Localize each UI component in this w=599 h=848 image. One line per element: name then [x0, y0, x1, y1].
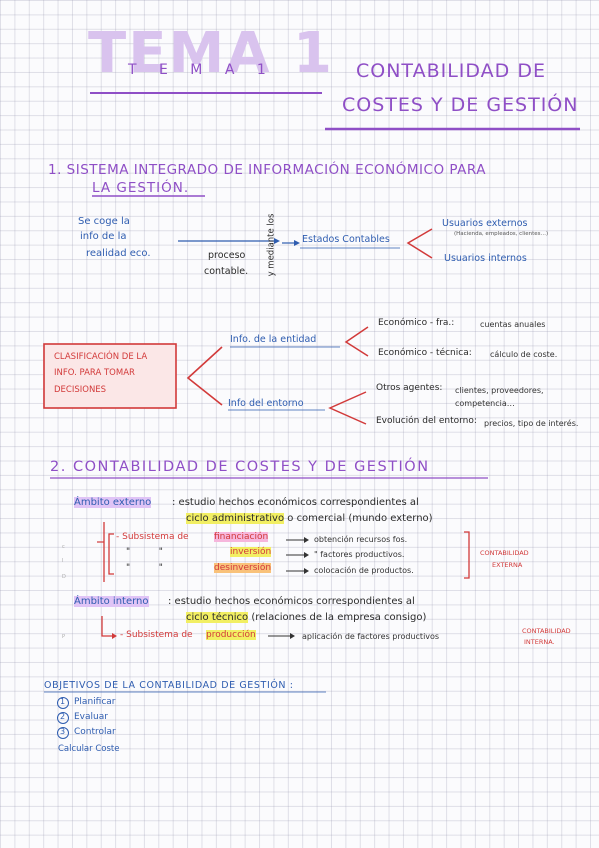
- internal-scope: Ámbito interno: [74, 596, 149, 607]
- entity-info: Info. de la entidad: [230, 334, 317, 345]
- objective-num-3: 3: [60, 727, 66, 736]
- environment-item-value-1: clientes, proveedores, competencia…: [455, 386, 544, 408]
- section1-heading: 1. SISTEMA INTEGRADO DE INFORMACIÓN ECON…: [48, 162, 486, 178]
- internal-sub-topic-text: producción: [206, 630, 256, 640]
- environment-info: Info del entorno: [228, 398, 304, 409]
- title-watermark: TEMA 1: [88, 21, 334, 86]
- process-text-1: proceso: [208, 250, 246, 261]
- sub-row-2-topic-text: inversión: [230, 547, 272, 557]
- objective-1: Planificar: [74, 697, 116, 707]
- entity-item-value-1: cuentas anuales: [480, 320, 546, 329]
- classification-box-line2: INFO. PARA TOMAR: [54, 368, 135, 378]
- entity-item-label-1: Económico - fra.:: [378, 318, 455, 328]
- sub-row-1-topic: financiación: [214, 532, 269, 542]
- svg-text:P: P: [62, 634, 65, 640]
- entity-brace: [344, 326, 369, 357]
- svg-text:D: D: [62, 574, 66, 580]
- external-cycle: ciclo administrativo: [186, 513, 285, 524]
- objective-num-2: 2: [60, 712, 66, 721]
- external-text-2-rest: o comercial (mundo externo): [287, 513, 433, 524]
- process-text-2: contable.: [204, 266, 249, 277]
- source-text-3: realidad eco.: [86, 248, 151, 259]
- sub-row-2-prefix: " ": [126, 547, 163, 557]
- entity-item-label-2: Económico - técnica:: [378, 348, 472, 358]
- internal-sub-topic: producción: [206, 630, 256, 640]
- svg-text:c: c: [62, 544, 65, 550]
- title-line1: CONTABILIDAD DE: [356, 60, 546, 82]
- objective-2: Evaluar: [74, 712, 108, 722]
- sub-row-2-result: " factores productivos.: [314, 550, 405, 559]
- sub-row-3-topic-text: desinversión: [214, 563, 272, 573]
- objective-3: Controlar: [74, 727, 116, 737]
- section2-heading: 2. CONTABILIDAD DE COSTES Y DE GESTIÓN: [50, 459, 430, 475]
- sub-row-1-topic-text: financiación: [214, 532, 269, 542]
- external-bracket: [464, 531, 470, 579]
- external-accounting-label-2: EXTERNA: [492, 561, 523, 569]
- objective-extra: Calcular Coste: [58, 744, 120, 754]
- internal-text-2: ciclo técnico (relaciones de la empresa …: [186, 612, 426, 623]
- vertical-note: y mediante los: [266, 213, 277, 277]
- users-internal: Usuarios internos: [444, 253, 527, 264]
- objectives-heading: OBJETIVOS DE LA CONTABILIDAD DE GESTIÓN …: [44, 680, 294, 691]
- internal-sub-prefix: - Subsistema de: [120, 630, 193, 640]
- users-external: Usuarios externos: [442, 218, 528, 229]
- environment-item-label-2: Evolución del entorno:: [376, 416, 477, 426]
- source-text-2: info de la: [80, 231, 127, 242]
- statements-label: Estados Contables: [302, 234, 390, 245]
- environment-item-label-1: Otros agentes:: [376, 383, 443, 393]
- objective-num-1: 1: [60, 697, 66, 706]
- sub-row-3-result: colocación de productos.: [314, 566, 414, 575]
- internal-cycle: ciclo técnico: [186, 612, 249, 623]
- environment-item-value-2: precios, tipo de interés.: [484, 419, 579, 428]
- internal-scope-label: Ámbito interno: [74, 596, 149, 607]
- classification-brace: [186, 346, 223, 406]
- internal-text-2-rest: (relaciones de la empresa consigo): [251, 612, 427, 623]
- external-text-2: ciclo administrativo o comercial (mundo …: [186, 513, 433, 524]
- internal-accounting-label-1: CONTABILIDAD: [522, 627, 571, 635]
- classification-box-line3: DECISIONES: [54, 385, 107, 395]
- users-brace: [406, 228, 433, 259]
- external-text-1: : estudio hechos económicos correspondie…: [172, 497, 419, 508]
- users-external-note: (Hacienda, empleados, clientes…): [454, 231, 549, 237]
- classification-box-line1: CLASIFICACIÓN DE LA: [54, 352, 148, 362]
- external-scope-label: Ámbito externo: [74, 497, 152, 508]
- internal-accounting-label-2: INTERNA.: [524, 638, 555, 646]
- classification-box: [43, 343, 177, 409]
- sub-row-1-prefix: - Subsistema de: [116, 532, 189, 542]
- svg-text:I: I: [62, 558, 63, 564]
- source-text-1: Se coge la: [78, 216, 130, 227]
- title-spaced: T E M A 1: [128, 62, 275, 78]
- sub-row-3-prefix: " ": [126, 563, 163, 573]
- sub-row-1-result: obtención recursos fos.: [314, 535, 408, 544]
- external-accounting-label-1: CONTABILIDAD: [480, 549, 529, 557]
- environment-brace: [328, 391, 367, 425]
- title-line2: COSTES Y DE GESTIÓN: [342, 94, 579, 116]
- sub-row-2-topic: inversión: [230, 547, 272, 557]
- entity-item-value-2: cálculo de coste.: [490, 350, 558, 359]
- external-scope: Ámbito externo: [74, 497, 152, 508]
- section1-heading-cont: LA GESTIÓN.: [92, 180, 190, 196]
- internal-sub-result: aplicación de factores productivos: [302, 632, 440, 641]
- sub-row-3-topic: desinversión: [214, 563, 272, 573]
- internal-text-1: : estudio hechos económicos correspondie…: [168, 596, 415, 607]
